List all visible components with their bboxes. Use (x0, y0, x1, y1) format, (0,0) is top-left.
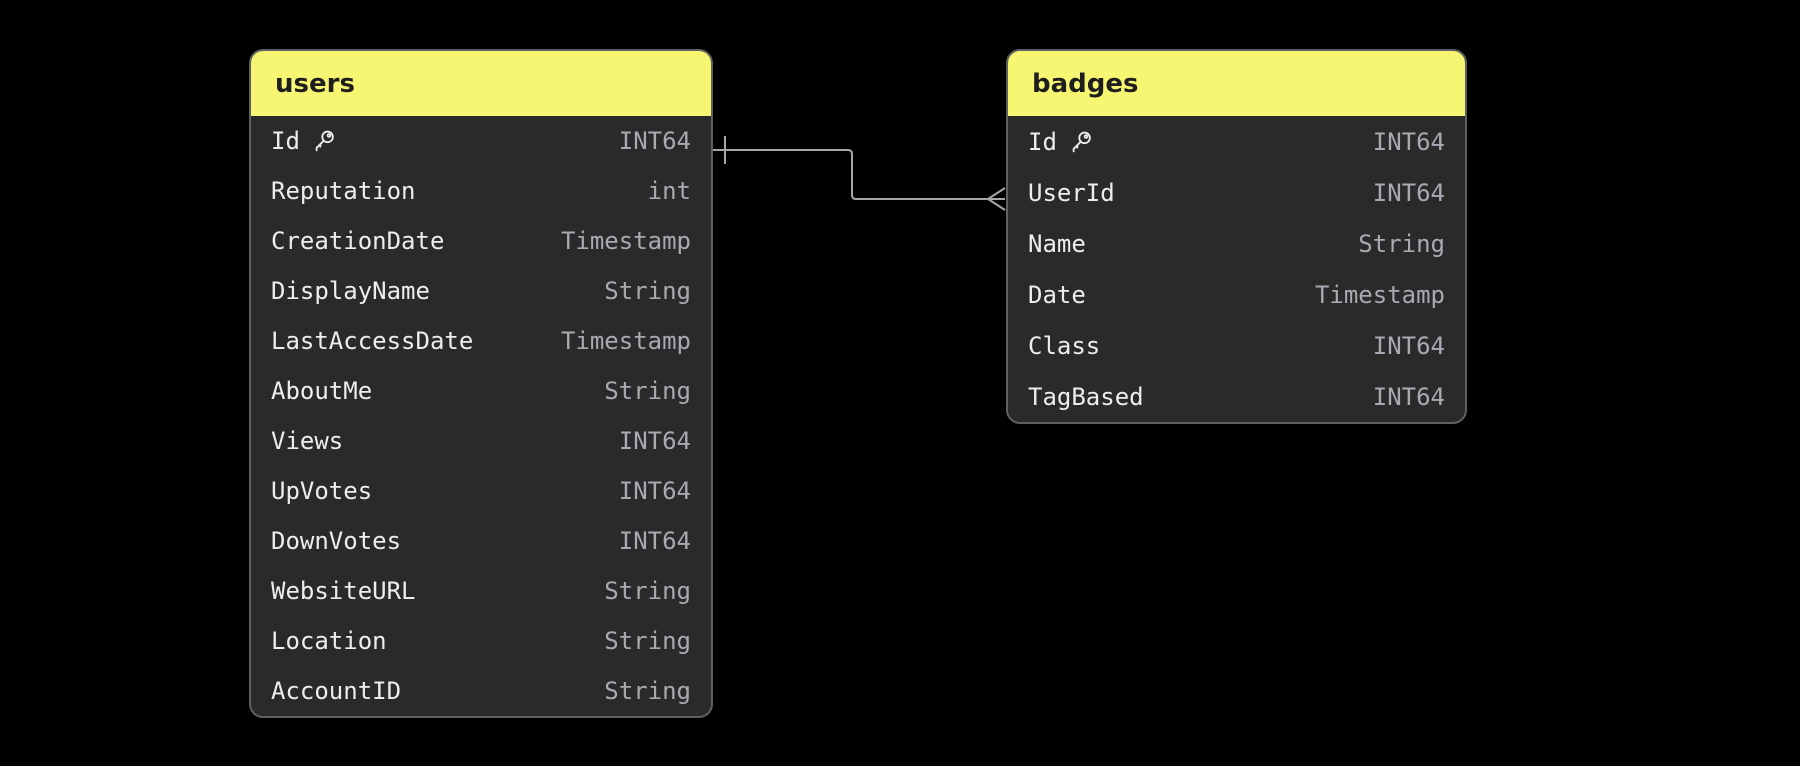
field-row-users-location[interactable]: Location String (251, 616, 711, 666)
field-row-badges-tagbased[interactable]: TagBased INT64 (1008, 371, 1465, 422)
table-badges-fields: Id INT64 UserId INT64 N (1008, 116, 1465, 422)
field-type: INT64 (1372, 331, 1445, 360)
field-row-users-id[interactable]: Id INT64 (251, 116, 711, 166)
field-type: Timestamp (560, 327, 691, 355)
primary-key-icon (311, 128, 337, 154)
field-name: WebsiteURL (271, 577, 416, 605)
field-type: String (604, 277, 691, 305)
field-name: AboutMe (271, 377, 373, 405)
field-name: Class (1028, 331, 1101, 360)
field-type: INT64 (618, 527, 691, 555)
cardinality-many-marker (987, 187, 1006, 211)
primary-key-icon (1068, 129, 1094, 155)
field-type: INT64 (1372, 178, 1445, 207)
field-name: LastAccessDate (271, 327, 474, 355)
field-name: Date (1028, 280, 1086, 309)
table-users-header[interactable]: users (251, 51, 711, 116)
field-type: INT64 (618, 427, 691, 455)
field-row-users-lastaccessdate[interactable]: LastAccessDate Timestamp (251, 316, 711, 366)
field-type: String (604, 377, 691, 405)
table-badges-title: badges (1032, 68, 1139, 99)
field-row-users-websiteurl[interactable]: WebsiteURL String (251, 566, 711, 616)
field-row-badges-userid[interactable]: UserId INT64 (1008, 167, 1465, 218)
field-name: TagBased (1028, 382, 1144, 411)
field-type: INT64 (618, 477, 691, 505)
field-name: DisplayName (271, 277, 430, 305)
table-users-title: users (275, 68, 355, 99)
field-type: int (647, 177, 691, 205)
field-row-users-accountid[interactable]: AccountID String (251, 666, 711, 716)
relationship-line (713, 149, 1005, 200)
field-row-badges-date[interactable]: Date Timestamp (1008, 269, 1465, 320)
field-name: Id (271, 127, 300, 155)
field-name: UpVotes (271, 477, 373, 505)
field-name: Location (271, 627, 387, 655)
table-users-fields: Id INT64 Reputation int (251, 116, 711, 716)
field-name: Views (271, 427, 344, 455)
field-row-users-reputation[interactable]: Reputation int (251, 166, 711, 216)
table-badges[interactable]: badges Id INT64 U (1006, 49, 1467, 424)
field-type: String (1358, 229, 1445, 258)
field-row-users-views[interactable]: Views INT64 (251, 416, 711, 466)
field-row-users-downvotes[interactable]: DownVotes INT64 (251, 516, 711, 566)
field-type: INT64 (618, 127, 691, 155)
field-row-users-aboutme[interactable]: AboutMe String (251, 366, 711, 416)
field-type: String (604, 577, 691, 605)
field-type: String (604, 677, 691, 705)
field-type: INT64 (1372, 382, 1445, 411)
field-row-badges-name[interactable]: Name String (1008, 218, 1465, 269)
field-name: UserId (1028, 178, 1115, 207)
field-type: Timestamp (560, 227, 691, 255)
table-users[interactable]: users Id INT64 Re (249, 49, 713, 718)
field-name: Id (1028, 127, 1057, 156)
field-row-users-displayname[interactable]: DisplayName String (251, 266, 711, 316)
field-row-users-upvotes[interactable]: UpVotes INT64 (251, 466, 711, 516)
field-name: AccountID (271, 677, 402, 705)
field-row-badges-class[interactable]: Class INT64 (1008, 320, 1465, 371)
field-row-badges-id[interactable]: Id INT64 (1008, 116, 1465, 167)
field-type: String (604, 627, 691, 655)
field-type: INT64 (1372, 127, 1445, 156)
field-name: DownVotes (271, 527, 402, 555)
field-name: CreationDate (271, 227, 445, 255)
field-name: Name (1028, 229, 1086, 258)
field-name: Reputation (271, 177, 416, 205)
field-type: Timestamp (1314, 280, 1445, 309)
table-badges-header[interactable]: badges (1008, 51, 1465, 116)
field-row-users-creationdate[interactable]: CreationDate Timestamp (251, 216, 711, 266)
